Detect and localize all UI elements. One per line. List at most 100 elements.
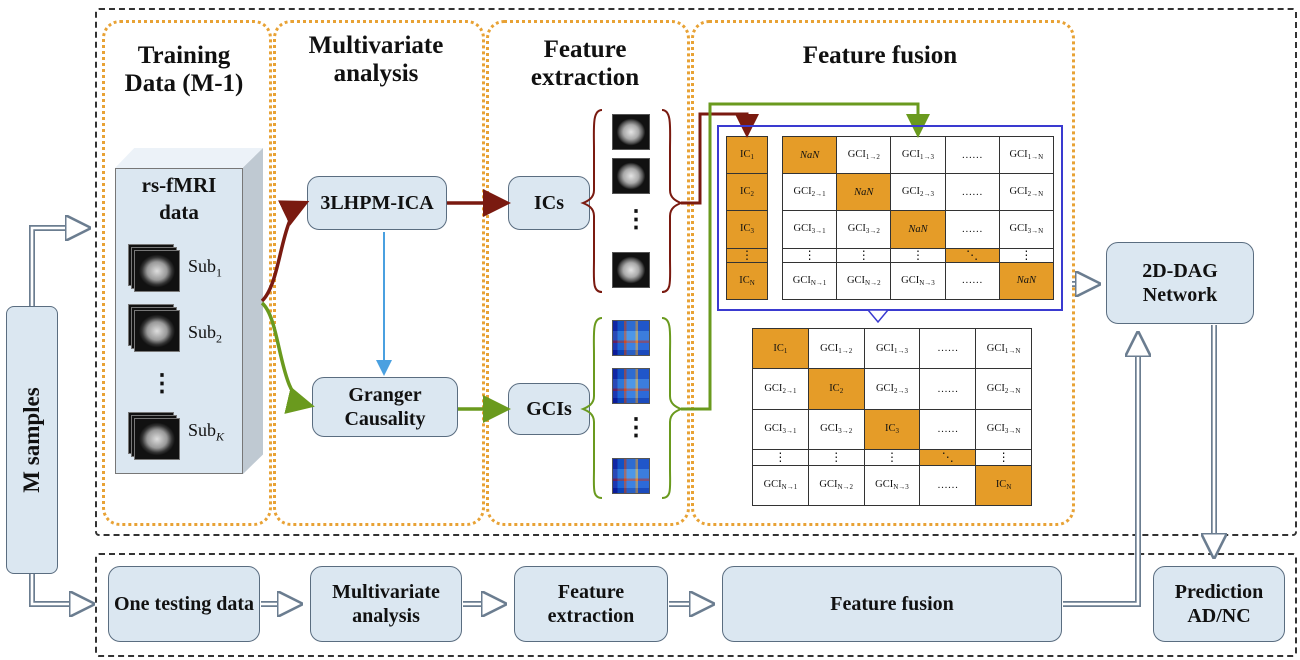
panel-title-feature-extraction: Feature extraction [530,36,640,91]
m-samples-box: M samples [6,306,58,574]
gci-map-thumbnail-n [612,458,650,494]
matrix-cell: IC2 [807,368,865,410]
training-frame [95,8,1297,536]
sub1-scan-stack-icon [128,244,180,292]
matrix-cell: GCI3→2 [807,408,865,451]
data-cube-top [115,148,263,168]
matrix-cell: GCI3→1 [752,408,809,451]
panel-feature-fusion [691,20,1075,526]
ic-map-thumbnail-n [612,252,650,288]
arrow-test-fusion-to-dag [1063,334,1141,607]
gcis-node: GCIs [508,383,590,435]
panel-feature-extraction [486,20,690,526]
matrix-cell: GCI3→N [975,408,1032,451]
matrix-cell: GCI1→N [975,327,1032,370]
matrix-frame [717,125,1063,311]
panel-title-training: Training Data (M-1) [124,42,244,97]
gci-map-thumbnail-1 [612,320,650,356]
matrix-cell: IC3 [726,210,768,249]
matrix-cell: GCIN→2 [807,464,865,507]
panel-title-feature-fusion: Feature fusion [802,42,958,69]
bottom-feature-extraction-node: Feature extraction [514,566,668,642]
matrix-cell: GCIN→3 [863,464,921,507]
matrix-row: ICN [726,261,768,301]
arrow-data-to-granger [260,301,315,414]
matrix-cell: GCI2→1 [752,368,809,410]
ic-map-thumbnail-2 [612,158,650,194]
panel-title-multivariate: Multivariate analysis [308,32,444,87]
gci-thumbnails-brace [580,317,603,499]
matrix-cell: GCI2→N [975,368,1032,410]
testing-data-node: One testing data [108,566,260,642]
arrow-samples-to-training [29,225,88,306]
matrix-cell: GCI2→1 [781,173,838,212]
matrix-cell: …… [919,327,977,370]
data-cube-side [243,148,263,474]
matrix-cell: GCI3→N [998,210,1055,249]
matrix-cell: GCI3→2 [836,210,892,249]
bottom-multivariate-node: Multivariate analysis [310,566,462,642]
matrix-cell: ICN [726,261,768,301]
rs-fmri-line1: rs-fMRI [141,173,217,197]
matrix-cell: ICN [975,464,1032,507]
matrix-cell: …… [919,464,977,507]
matrix-cell: NaN [998,261,1055,301]
ics-node: ICs [508,176,590,230]
matrix-row: IC3 [726,210,768,249]
arrow-test-fusion-to-dag-inner [1063,336,1138,606]
arrow-samples-to-testing-inner [30,574,90,604]
matrix-cell: ⋮ [726,247,768,263]
sub2-scan-stack-icon [128,304,180,352]
matrix-row: ⋮⋮⋮⋱⋮ [781,247,1055,263]
ica-node: 3LHPM-ICA [307,176,447,230]
panel-training-data [102,20,272,526]
matrix-cell: GCI1→N [998,135,1055,175]
matrix-row: IC1 [726,135,768,175]
bottom-feature-fusion-node: Feature fusion [722,566,1062,642]
matrix-cell: ⋮ [975,449,1032,466]
subk-label: SubK [188,420,225,444]
dag-network-node: 2D-DAG Network [1106,242,1254,324]
matrix-cell: …… [944,261,1000,301]
matrix-cell: …… [944,135,1000,175]
matrix-row: ⋮ [726,247,768,263]
matrix-cell: GCIN→1 [752,464,809,507]
frame-to-fused-arrow [866,309,890,324]
subk-scan-stack-icon [128,412,180,460]
matrix-cell: NaN [781,135,838,175]
prediction-node: Prediction AD/NC [1153,566,1285,642]
matrix-cell: GCIN→1 [781,261,838,301]
rs-fmri-label: rs-fMRI data [115,172,243,227]
gci-thumbnails-brace-right [661,317,684,499]
matrix-cell: IC1 [752,327,809,370]
matrix-cell: IC3 [863,408,921,451]
testing-frame [95,553,1297,657]
matrix-cell: NaN [890,210,946,249]
arrow-data-to-ica [260,200,310,303]
ic-thumbnails-brace [580,109,603,293]
matrix-cell: GCI1→2 [807,327,865,370]
matrix-cell: GCIN→2 [836,261,892,301]
matrix-cell: IC1 [726,135,768,175]
rs-fmri-line2: data [159,200,199,225]
matrix-cell: IC2 [726,173,768,212]
matrix-row: IC2 [726,173,768,212]
matrix-cell: NaN [836,173,892,212]
gci-map-thumbnail-2 [612,368,650,404]
ic-thumbnails-brace-right [661,109,684,293]
arrow-samples-to-training-inner [30,228,86,306]
matrix-cell: ⋮ [890,247,946,263]
matrix-cell: …… [919,408,977,451]
matrix-cell: …… [944,173,1000,212]
